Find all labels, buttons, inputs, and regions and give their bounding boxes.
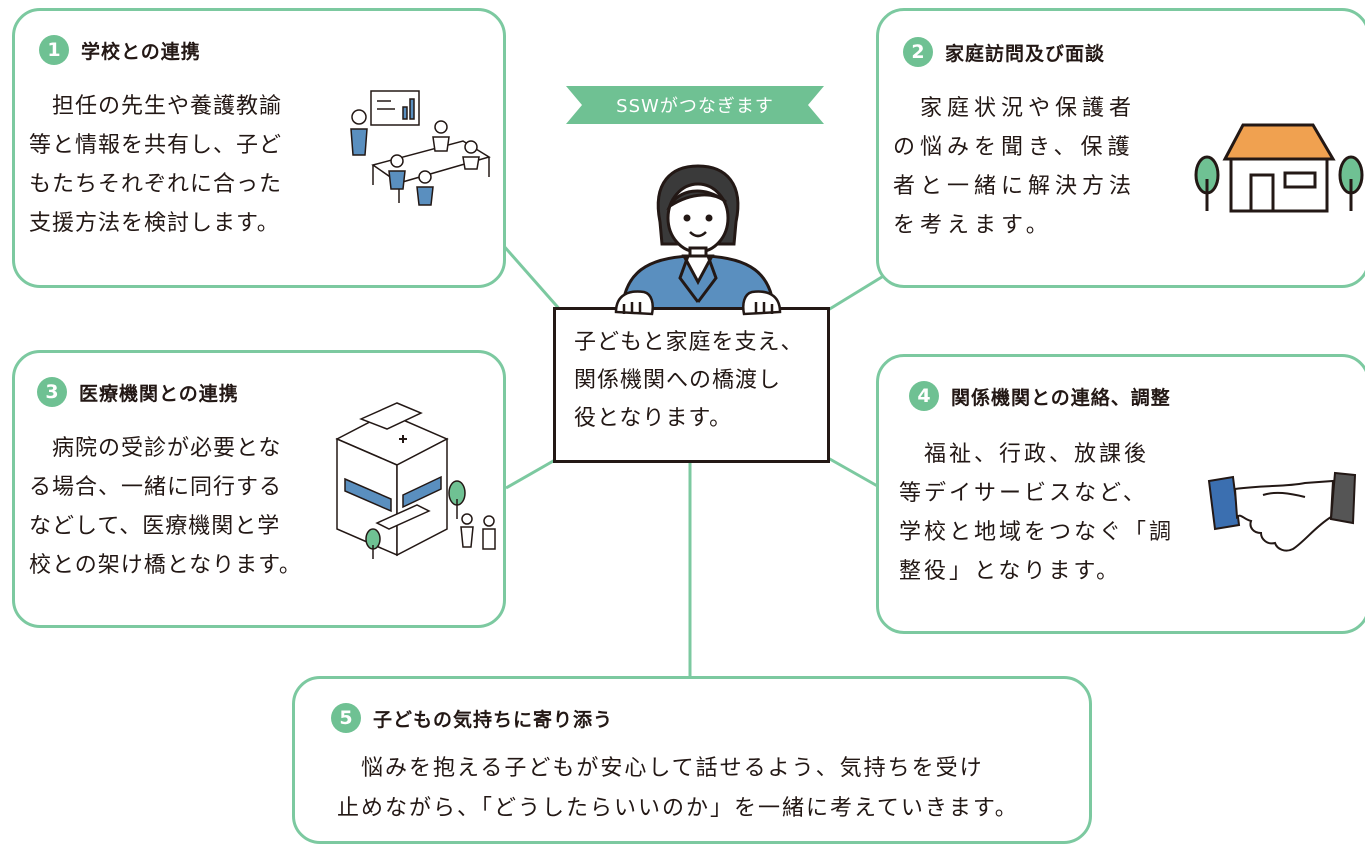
card-line: 福祉、行政、放課後 [899,442,1150,467]
center-line: 関係機関への橋渡し [574,368,782,393]
center-line: 子どもと家庭を支え、 [574,330,804,355]
ssw-banner-text: SSWがつなぎます [616,96,774,117]
center-message-board: 子どもと家庭を支え、 関係機関への橋渡し 役となります。 [553,307,830,463]
card-title: 関係機関との連絡、調整 [951,386,1171,409]
step-number-badge: 5 [331,703,361,733]
card-line: 者と一緒に解決方法 [893,174,1137,199]
card-line: る場合、一緒に同行する [29,475,283,500]
card-line: 家庭状況や保護者 [893,96,1137,121]
step-number-badge: 4 [909,381,939,411]
card-line: 等と情報を共有し、子ど [29,133,283,158]
school-meeting-illustration [350,90,491,206]
card-line: 止めながら、「どうしたらいいのか」を一緒に考えていきます。 [337,796,1019,821]
card-title: 家庭訪問及び面談 [945,42,1106,65]
card-line: 病院の受診が必要とな [29,436,282,461]
hospital-illustration [335,402,496,559]
card-line: 悩みを抱える子どもが安心して話せるよう、気持ちを受け [337,756,984,781]
card-line: 支援方法を検討します。 [29,211,280,236]
step-number-badge: 3 [37,377,67,407]
center-message: 子どもと家庭を支え、 関係機関への橋渡し 役となります。 [574,324,827,438]
card-line: 担任の先生や養護教諭 [29,94,283,119]
house-illustration [1194,123,1364,213]
card-title: 医療機関との連携 [79,382,239,405]
card-line: もたちそれぞれに合った [29,172,283,197]
card-line: 等デイサービスなど、 [899,481,1148,506]
card-description: 福祉、行政、放課後 等デイサービスなど、 学校と地域をつなぐ「調 整役」となりま… [899,435,1174,591]
card-line: などして、医療機関と学 [29,514,281,539]
card-line: 校との架け橋となります。 [29,553,302,578]
hands-holding-board [614,290,782,316]
ssw-banner-ribbon [566,86,824,124]
card-description: 家庭状況や保護者 の悩みを聞き、保護 者と一緒に解決方法 を考えます。 [893,89,1136,245]
center-line: 役となります。 [574,406,733,431]
card-school-cooperation: 1 学校との連携 担任の先生や養護教諭 等と情報を共有し、子ど もたちそれぞれに… [12,8,506,288]
card-description: 病院の受診が必要とな る場合、一緒に同行する などして、医療機関と学 校との架け… [29,429,302,585]
card-child-support: 5 子どもの気持ちに寄り添う 悩みを抱える子どもが安心して話せるよう、気持ちを受… [292,676,1092,844]
handshake-illustration [1207,471,1357,552]
card-title: 学校との連携 [81,40,201,63]
card-description: 悩みを抱える子どもが安心して話せるよう、気持ちを受け 止めながら、「どうしたらい… [337,749,1019,829]
card-title: 子どもの気持ちに寄り添う [373,708,614,731]
step-number-badge: 1 [39,35,69,65]
card-medical-cooperation: 3 医療機関との連携 病院の受診が必要とな る場合、一緒に同行する などして、医… [12,350,506,628]
card-agency-coordination: 4 関係機関との連絡、調整 福祉、行政、放課後 等デイサービスなど、 学校と地域… [876,354,1365,634]
card-line: 整役」となります。 [899,559,1122,584]
card-home-visit: 2 家庭訪問及び面談 家庭状況や保護者 の悩みを聞き、保護 者と一緒に解決方法 … [876,8,1365,288]
card-line: の悩みを聞き、保護 [893,135,1135,160]
card-description: 担任の先生や養護教諭 等と情報を共有し、子ど もたちそれぞれに合った 支援方法を… [29,87,282,243]
card-line: を考えます。 [893,213,1053,238]
card-line: 学校と地域をつなぐ「調 [899,520,1175,545]
step-number-badge: 2 [903,37,933,67]
social-worker-illustration [620,164,776,312]
